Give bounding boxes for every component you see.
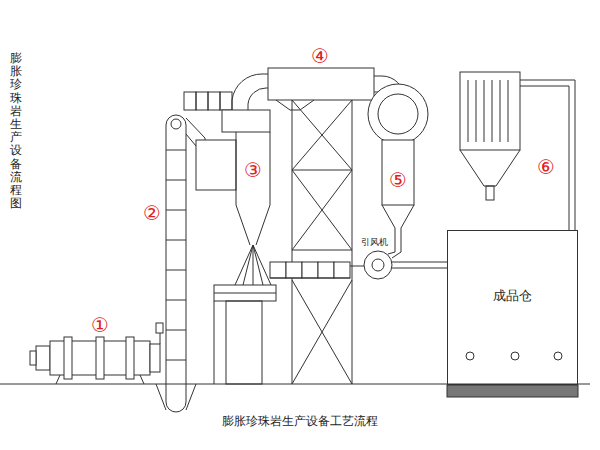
callout-number: ⑤ xyxy=(389,170,407,190)
cyclone-separator xyxy=(368,84,428,252)
bin-base xyxy=(447,352,578,397)
callout-number: ⑥ xyxy=(537,157,555,177)
callout-number: ② xyxy=(143,203,161,223)
bin-label: 成品仓 xyxy=(448,287,577,305)
conveyor-boxes xyxy=(184,92,232,110)
steel-frame xyxy=(292,100,352,384)
fan-label: 引风机 xyxy=(361,236,388,249)
expansion-furnace xyxy=(196,74,276,384)
callout-number: ③ xyxy=(244,160,262,180)
caption: 膨胀珍珠岩生产设备工艺流程 xyxy=(222,413,378,430)
vertical-title: 膨胀珍珠岩生产设备流程图 xyxy=(10,52,22,210)
screw-conveyor xyxy=(270,262,350,278)
product-bin: 成品仓 xyxy=(447,230,578,385)
callout-number: ① xyxy=(91,315,109,335)
callout-number: ④ xyxy=(311,46,329,66)
induced-draft-fan xyxy=(350,251,447,279)
bag-filter xyxy=(460,72,575,230)
